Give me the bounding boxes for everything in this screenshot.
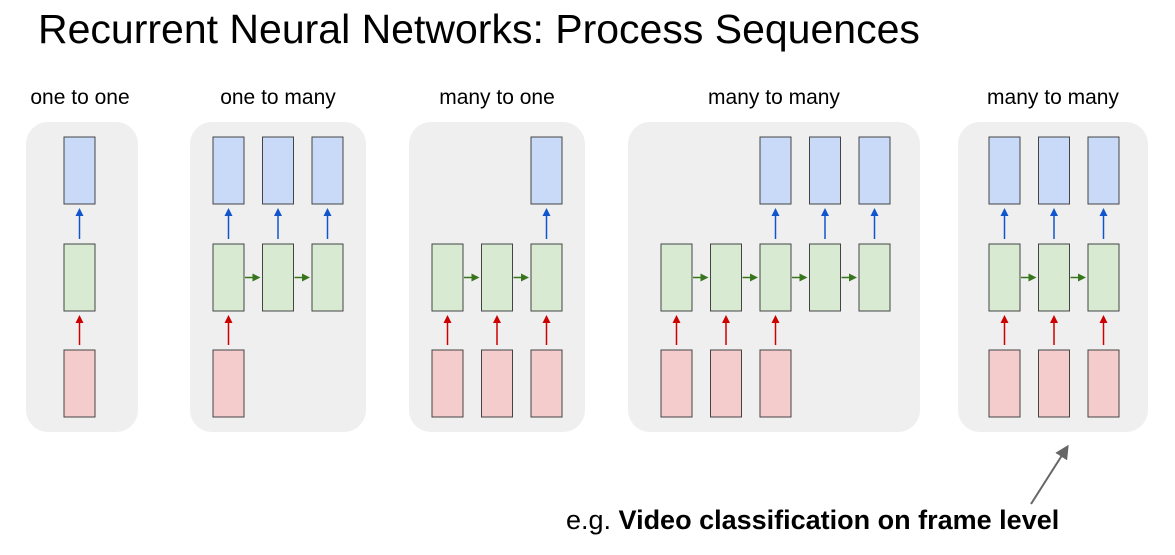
input-box	[63, 349, 96, 418]
output-box	[809, 136, 841, 205]
hidden-box	[1087, 243, 1120, 312]
caption-bold: Video classification on frame level	[618, 505, 1060, 535]
panel-label-many-to-many-a: many to many	[708, 86, 840, 109]
input-box	[481, 349, 513, 418]
panel-label-many-to-many-b: many to many	[987, 86, 1119, 109]
rnn-panel	[958, 122, 1148, 432]
hidden-box	[710, 243, 742, 312]
output-box	[311, 136, 344, 205]
caption: e.g. Video classification on frame level	[566, 505, 1059, 536]
caption-prefix: e.g.	[566, 505, 619, 535]
input-box	[660, 349, 693, 418]
hidden-box	[858, 243, 891, 312]
page-title: Recurrent Neural Networks: Process Seque…	[38, 6, 920, 52]
panel-label-many-to-one: many to one	[439, 86, 555, 109]
output-box	[212, 136, 245, 205]
input-box	[710, 349, 742, 418]
hidden-box	[759, 243, 792, 312]
input-box	[530, 349, 563, 418]
hidden-box	[212, 243, 245, 312]
panel-label-one-to-one: one to one	[30, 86, 130, 109]
pointer-arrow	[1030, 444, 1069, 505]
input-box	[1087, 349, 1120, 418]
rnn-panel	[190, 122, 366, 432]
input-box	[212, 349, 245, 418]
output-box	[530, 136, 563, 205]
input-box	[1038, 349, 1070, 418]
hidden-box	[63, 243, 96, 312]
panel-label-one-to-many: one to many	[220, 86, 336, 109]
output-box	[63, 136, 96, 205]
hidden-box	[481, 243, 513, 312]
hidden-box	[1038, 243, 1070, 312]
output-box	[858, 136, 891, 205]
input-box	[431, 349, 464, 418]
input-box	[759, 349, 792, 418]
rnn-panel	[628, 122, 920, 432]
input-box	[988, 349, 1021, 418]
rnn-panel	[409, 122, 585, 432]
rnn-panel	[26, 122, 138, 432]
output-box	[988, 136, 1021, 205]
hidden-box	[262, 243, 294, 312]
hidden-box	[311, 243, 344, 312]
hidden-box	[530, 243, 563, 312]
hidden-box	[809, 243, 841, 312]
hidden-box	[431, 243, 464, 312]
output-box	[262, 136, 294, 205]
output-box	[1087, 136, 1120, 205]
output-box	[1038, 136, 1070, 205]
output-box	[759, 136, 792, 205]
hidden-box	[660, 243, 693, 312]
hidden-box	[988, 243, 1021, 312]
